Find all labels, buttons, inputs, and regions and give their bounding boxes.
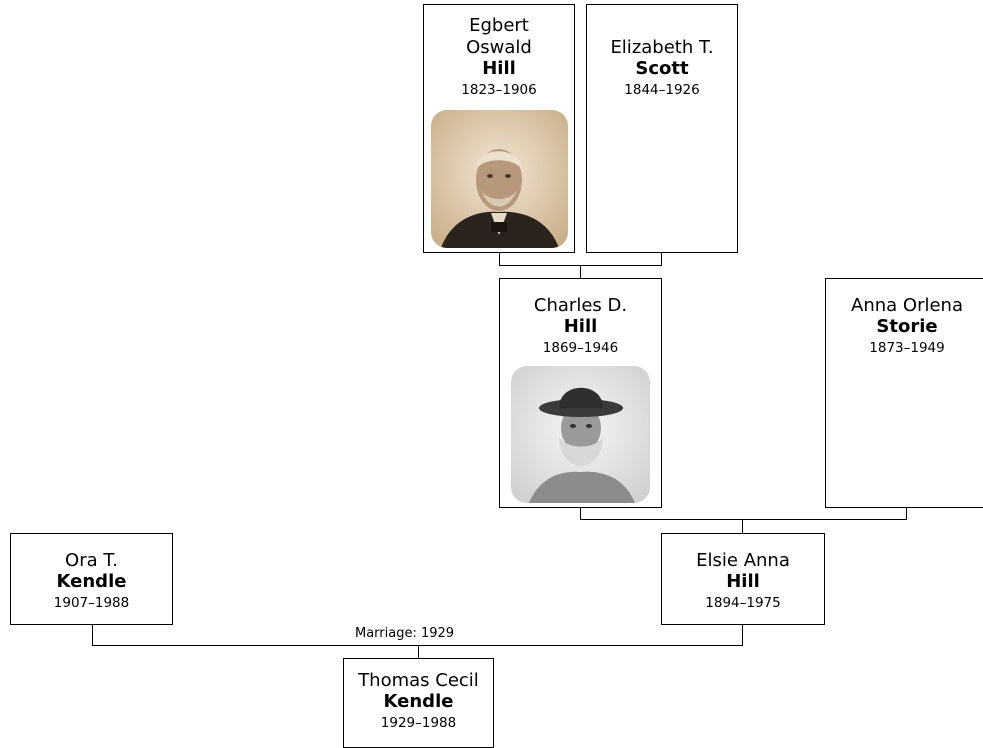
given-name: Egbert Oswald — [466, 15, 532, 58]
person-card-charles-hill[interactable]: Charles D. Hill 1869–1946 — [499, 278, 662, 508]
life-dates: 1873–1949 — [869, 340, 945, 356]
connector-anna-down — [906, 507, 907, 520]
connector-ora-down — [92, 624, 93, 646]
person-card-thomas-kendle[interactable]: Thomas Cecil Kendle 1929–1988 — [343, 658, 494, 748]
connector-ora-elsie — [92, 645, 743, 646]
connector-elsie-down — [742, 624, 743, 646]
connector-to-charles — [580, 265, 581, 279]
given-name: Ora T. — [65, 550, 118, 571]
portrait-photo — [431, 110, 568, 248]
life-dates: 1929–1988 — [380, 715, 457, 731]
person-card-elizabeth-scott[interactable]: Elizabeth T. Scott 1844–1926 — [586, 4, 738, 253]
connector-to-thomas — [418, 645, 419, 659]
given-name: Elizabeth T. — [610, 37, 714, 58]
life-dates: 1844–1926 — [624, 82, 700, 98]
surname: Scott — [635, 58, 689, 79]
connector-egbert-down — [499, 252, 500, 266]
person-card-egbert-hill[interactable]: Egbert Oswald Hill 1823–1906 — [423, 4, 575, 253]
life-dates: 1869–1946 — [542, 340, 619, 356]
given-name: Elsie Anna — [696, 550, 790, 571]
given-name: Anna Orlena — [851, 295, 963, 316]
person-card-ora-kendle[interactable]: Ora T. Kendle 1907–1988 — [10, 533, 173, 625]
surname: Hill — [726, 571, 760, 592]
connector-to-elsie — [742, 519, 743, 533]
life-dates: 1823–1906 — [461, 82, 537, 98]
life-dates: 1894–1975 — [705, 595, 781, 611]
connector-charles-down — [580, 507, 581, 520]
person-card-anna-storie[interactable]: Anna Orlena Storie 1873–1949 — [825, 278, 983, 508]
surname: Hill — [563, 316, 598, 337]
connector-charles-anna — [580, 519, 907, 520]
person-card-elsie-hill[interactable]: Elsie Anna Hill 1894–1975 — [661, 533, 825, 625]
marriage-caption: Marriage: 1929 — [353, 626, 457, 641]
surname: Kendle — [56, 571, 127, 592]
life-dates: 1907–1988 — [53, 595, 130, 611]
surname: Kendle — [383, 691, 454, 712]
portrait-photo — [511, 366, 650, 503]
connector-elizabeth-down — [661, 252, 662, 266]
given-name: Charles D. — [533, 295, 628, 316]
given-name: Thomas Cecil — [358, 670, 479, 691]
surname: Storie — [876, 316, 938, 337]
surname: Hill — [482, 58, 516, 79]
